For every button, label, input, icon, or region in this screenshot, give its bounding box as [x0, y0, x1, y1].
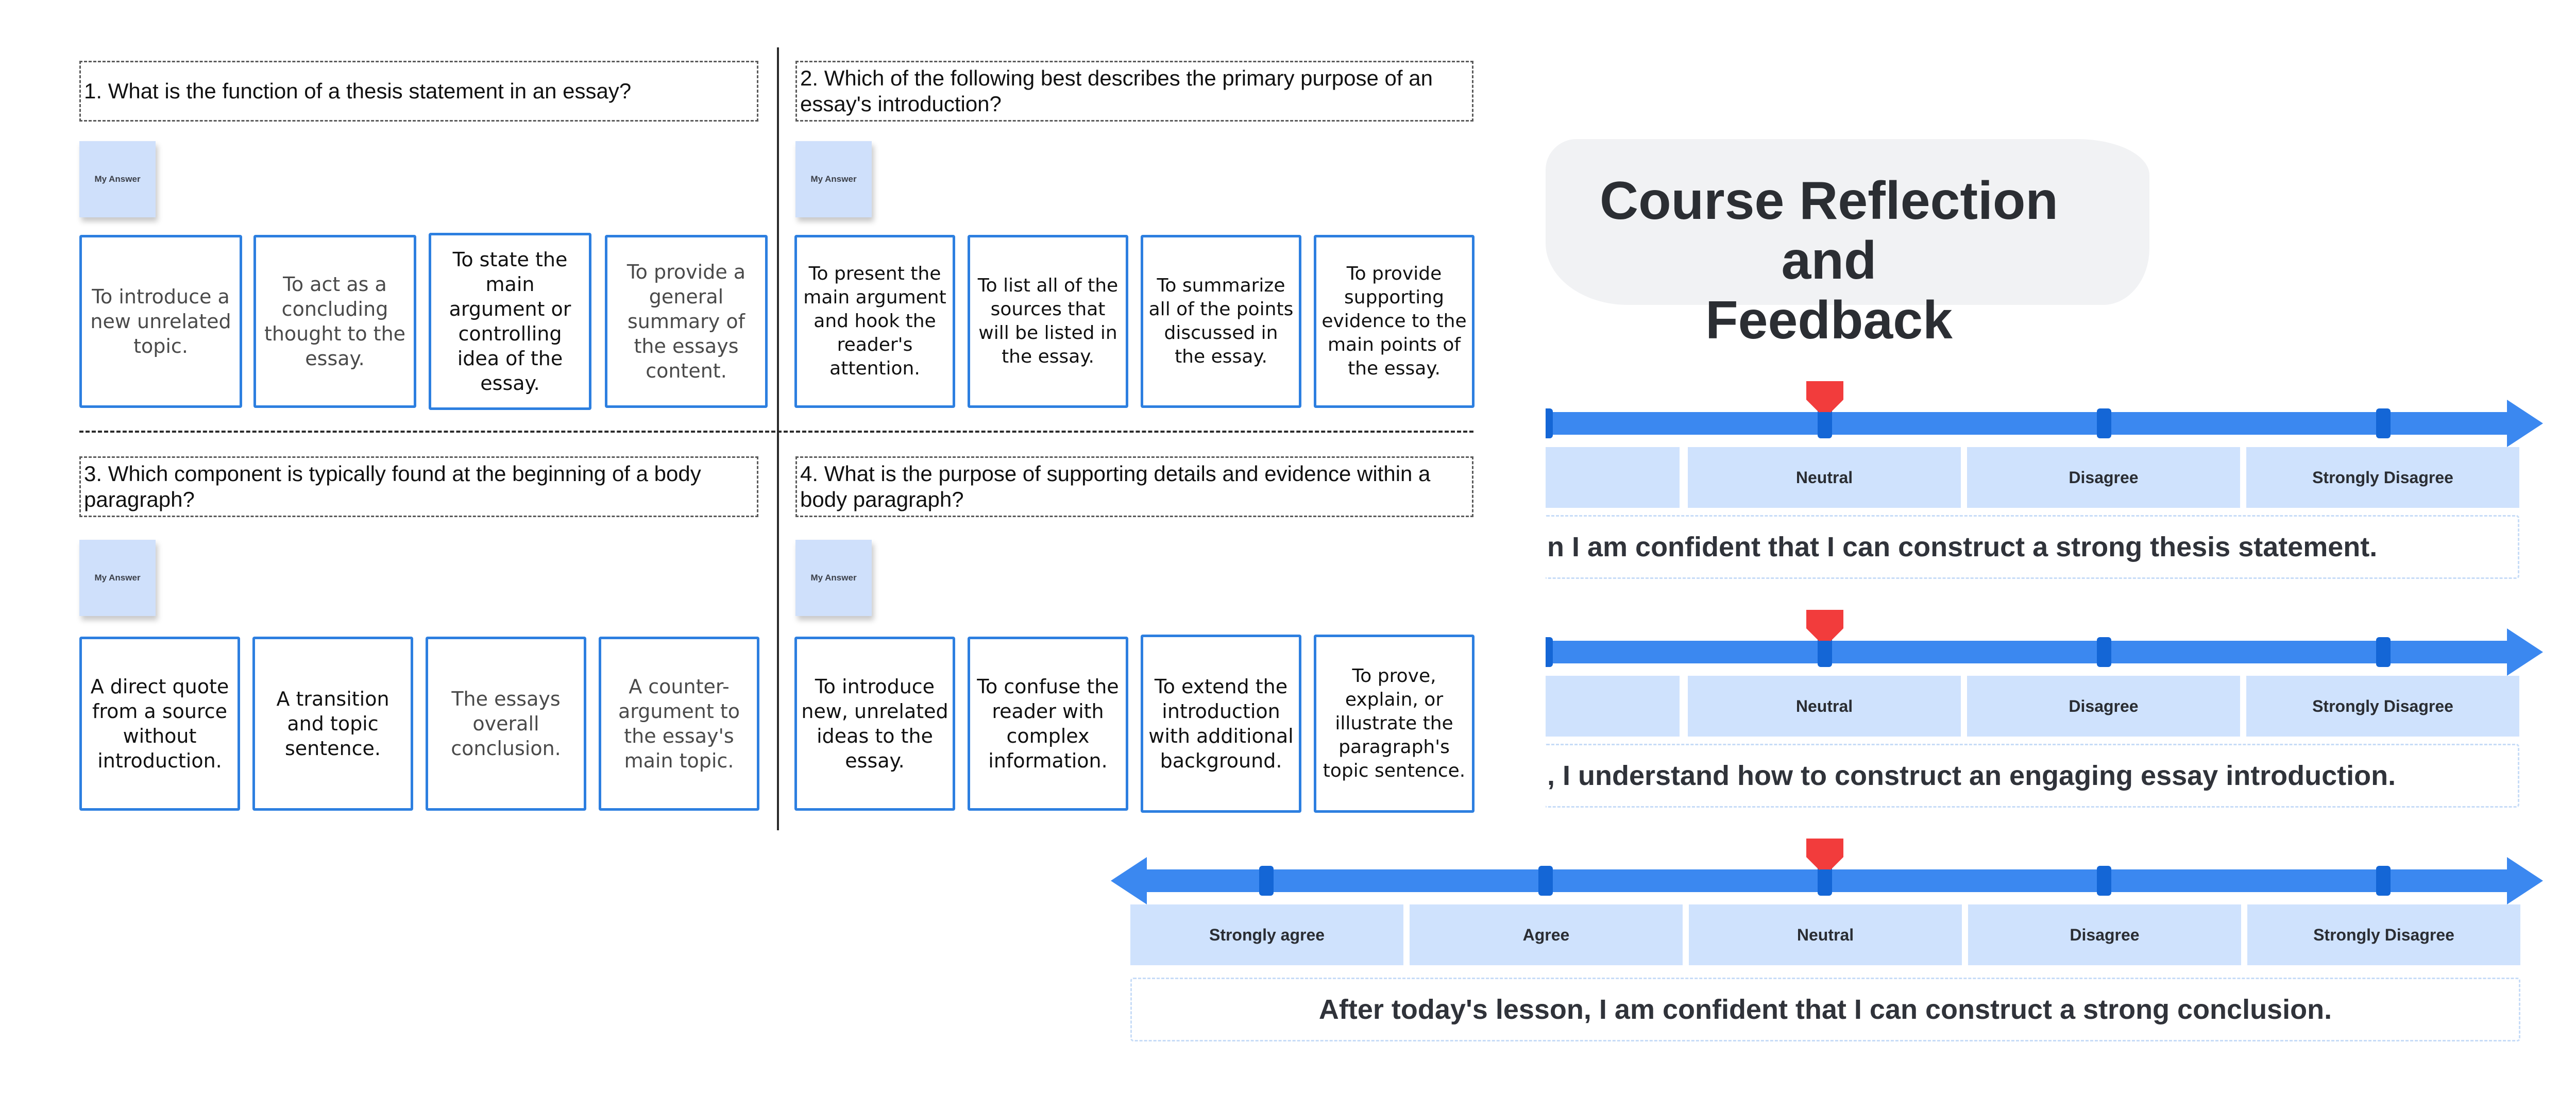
statement-2: , I understand how to construct an engag…	[1546, 744, 2519, 808]
title-background	[1546, 139, 2149, 305]
option-2b[interactable]: To list all of the sources that will be …	[968, 235, 1128, 408]
scale-row-3: Strongly agree Agree Neutral Disagree St…	[1111, 839, 2548, 1045]
arrow-right-icon	[2507, 628, 2543, 676]
option-4c[interactable]: To extend the introduction with addition…	[1141, 635, 1301, 813]
arrow-left-icon	[1111, 857, 1147, 904]
arrow-right-icon	[2507, 857, 2543, 904]
scale-label-disagree[interactable]: Disagree	[1967, 447, 2240, 508]
scale-label-strongly-agree-partial[interactable]: ree	[1546, 447, 1680, 508]
option-2c[interactable]: To summarize all of the points discussed…	[1141, 235, 1301, 408]
scale-tick[interactable]	[2097, 408, 2111, 438]
option-4d[interactable]: To prove, explain, or illustrate the par…	[1314, 635, 1475, 813]
answer-sticky-4[interactable]: My Answer	[795, 540, 872, 616]
scale-label-strongly-disagree[interactable]: Strongly Disagree	[2247, 904, 2520, 965]
option-4b[interactable]: To confuse the reader with complex infor…	[968, 637, 1128, 811]
scale-label-strongly-disagree[interactable]: Strongly Disagree	[2246, 447, 2519, 508]
option-3d[interactable]: A counter-argument to the essay's main t…	[599, 637, 759, 811]
scale-label-strongly-disagree[interactable]: Strongly Disagree	[2246, 676, 2519, 737]
scale-label-neutral[interactable]: Neutral	[1688, 447, 1961, 508]
answer-sticky-2[interactable]: My Answer	[795, 141, 872, 217]
scale-tick[interactable]	[1546, 408, 1553, 438]
scale-label-strongly-agree-partial[interactable]: ree	[1546, 676, 1680, 737]
quiz-vertical-divider	[777, 47, 779, 830]
option-1d[interactable]: To provide a general summary of the essa…	[605, 235, 768, 408]
scale-track-1[interactable]	[1546, 412, 2514, 435]
scale-row-2: ree Neutral Disagree Strongly Disagree ,…	[1546, 610, 2548, 816]
selection-marker-icon[interactable]	[1804, 381, 1845, 438]
scale-label-agree[interactable]: Agree	[1410, 904, 1683, 965]
option-3b[interactable]: A transition and topic sentence.	[252, 637, 413, 811]
scale-row-1: ree Neutral Disagree Strongly Disagree n…	[1546, 381, 2548, 587]
question-2: 2. Which of the following best describes…	[795, 61, 1473, 122]
scale-label-disagree[interactable]: Disagree	[1967, 676, 2240, 737]
option-2a[interactable]: To present the main argument and hook th…	[794, 235, 955, 408]
scale-tick[interactable]	[2376, 637, 2391, 667]
scale-label-strongly-agree[interactable]: Strongly agree	[1130, 904, 1403, 965]
page-title: Course Reflection and Feedback	[1546, 171, 2112, 350]
scale-tick[interactable]	[2097, 637, 2111, 667]
page-title-line-1: Course Reflection and	[1600, 171, 2058, 290]
arrow-right-icon	[2507, 400, 2543, 447]
statement-1: n I am confident that I can construct a …	[1546, 515, 2519, 579]
scale-tick[interactable]	[1259, 866, 1274, 896]
scale-tick[interactable]	[1538, 866, 1553, 896]
scale-tick[interactable]	[2376, 408, 2391, 438]
option-3a[interactable]: A direct quote from a source without int…	[79, 637, 240, 811]
answer-sticky-1[interactable]: My Answer	[79, 141, 156, 217]
statement-3: After today's lesson, I am confident tha…	[1130, 978, 2520, 1041]
scale-tick[interactable]	[1546, 637, 1553, 667]
option-1a[interactable]: To introduce a new unrelated topic.	[79, 235, 242, 408]
option-2d[interactable]: To provide supporting evidence to the ma…	[1314, 235, 1475, 408]
question-4: 4. What is the purpose of supporting det…	[795, 456, 1473, 517]
option-1b[interactable]: To act as a concluding thought to the es…	[253, 235, 416, 408]
option-1c[interactable]: To state the main argument or controllin…	[429, 233, 591, 410]
page-title-line-2: Feedback	[1705, 290, 1953, 350]
quiz-horizontal-divider	[79, 431, 1473, 433]
scale-track-2[interactable]	[1546, 641, 2514, 663]
scale-tick[interactable]	[2376, 866, 2391, 896]
scale-label-neutral[interactable]: Neutral	[1689, 904, 1962, 965]
selection-marker-icon[interactable]	[1804, 610, 1845, 666]
option-4a[interactable]: To introduce new, unrelated ideas to the…	[794, 637, 955, 811]
selection-marker-icon[interactable]	[1804, 839, 1845, 895]
scale-tick[interactable]	[2097, 866, 2111, 896]
question-1: 1. What is the function of a thesis stat…	[79, 61, 758, 122]
option-3c[interactable]: The essays overall conclusion.	[426, 637, 586, 811]
scale-label-neutral[interactable]: Neutral	[1688, 676, 1961, 737]
question-3: 3. Which component is typically found at…	[79, 456, 758, 517]
answer-sticky-3[interactable]: My Answer	[79, 540, 156, 616]
scale-label-disagree[interactable]: Disagree	[1968, 904, 2241, 965]
